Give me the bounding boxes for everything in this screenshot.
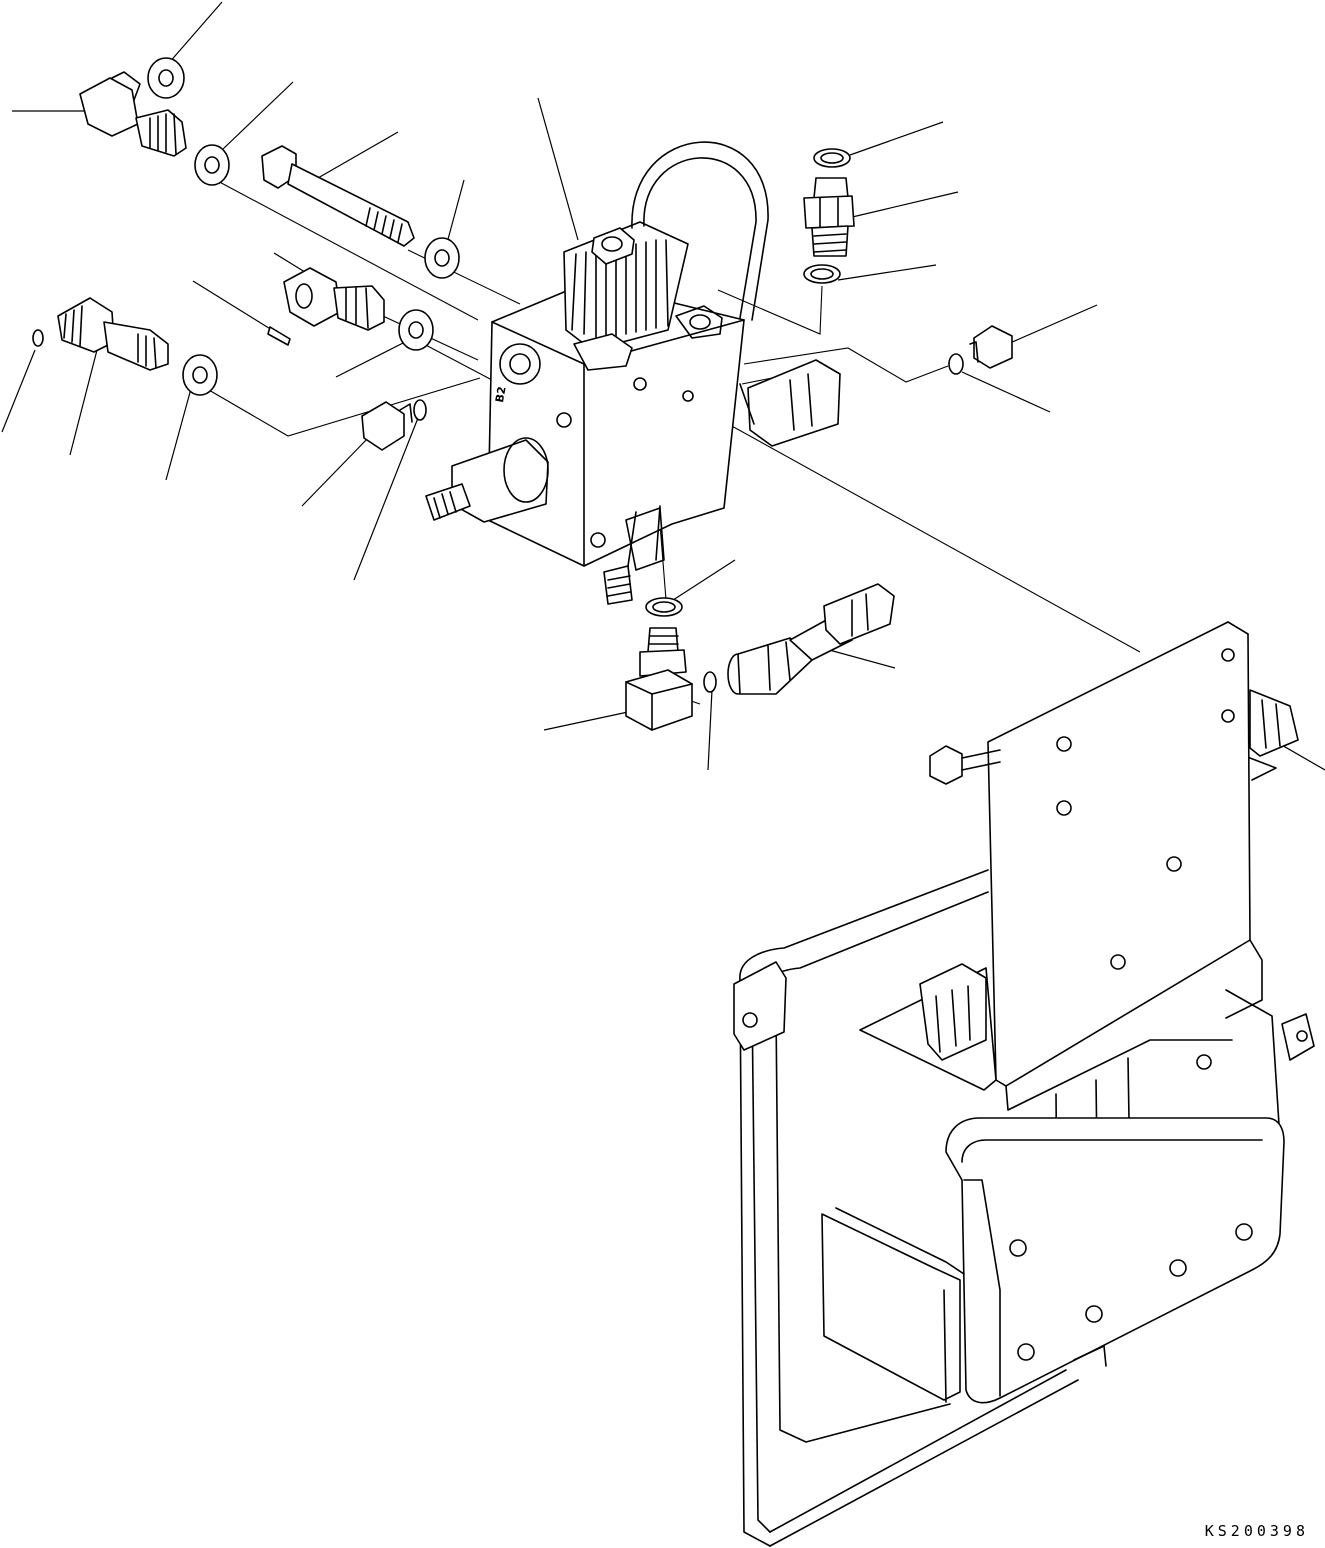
leader-washer-mid: [336, 342, 405, 377]
pressure-switch: [728, 584, 894, 694]
leader-oring-plug-right: [962, 372, 1050, 412]
washer-3: [425, 238, 459, 278]
washer-2: [195, 145, 229, 185]
plug-left: [362, 402, 412, 450]
oring-right-top: [814, 149, 850, 167]
leader-plug-right: [1010, 305, 1097, 343]
leader-pressure-switch: [822, 648, 895, 668]
coil-wire-loop: [632, 142, 768, 320]
leader-oring-right-2: [838, 265, 936, 280]
leader-adapter-right: [848, 192, 958, 218]
leader-elbow-left: [70, 350, 97, 455]
leader-plug-left: [302, 436, 370, 506]
washer-mid: [399, 310, 433, 350]
elbow-left: [58, 298, 168, 370]
leader-oring-small-left: [2, 350, 35, 432]
adapter-right: [804, 178, 854, 256]
leader-long-bolt: [318, 132, 398, 178]
long-bolt: [262, 146, 414, 246]
oring-right-2: [804, 265, 840, 283]
leader-washer-2: [222, 82, 293, 150]
leader-oring-plug-left: [354, 418, 418, 580]
valve-block: B2: [488, 282, 744, 570]
leader-washer-top: [168, 2, 222, 64]
washer-left: [183, 355, 217, 395]
oring-switch: [704, 672, 716, 692]
sheet-code: KS200398: [1204, 1522, 1309, 1540]
leader-lines: [2, 2, 1325, 770]
oring-small-left: [33, 330, 43, 346]
oring-plug-left: [414, 400, 426, 420]
oring-bottom: [646, 598, 682, 616]
leader-oring-switch: [708, 690, 712, 770]
pin: [268, 327, 290, 345]
relief-cartridge: [426, 438, 548, 522]
leader-tee-block: [544, 712, 628, 730]
leader-washer-3: [447, 180, 464, 243]
leader-oring-right-top: [850, 122, 943, 155]
assembly-axis-lines: [202, 178, 1140, 704]
plug-right: [970, 326, 1012, 368]
elbow-small: [284, 268, 384, 330]
banjo-fitting-top: [80, 72, 186, 156]
wire-connector: [740, 360, 840, 446]
leader-solenoid: [538, 98, 578, 240]
tee-block: [626, 628, 692, 730]
oring-plug-right: [949, 354, 963, 374]
port-label-b2: B2: [493, 385, 509, 403]
leader-pin: [193, 281, 272, 330]
bottom-stem: [604, 566, 632, 604]
solenoid-coil: [564, 222, 688, 370]
leader-oring-bottom: [670, 560, 735, 602]
mounting-bracket: [734, 622, 1314, 1546]
washer-top: [148, 58, 184, 98]
leader-washer-left: [166, 385, 192, 480]
